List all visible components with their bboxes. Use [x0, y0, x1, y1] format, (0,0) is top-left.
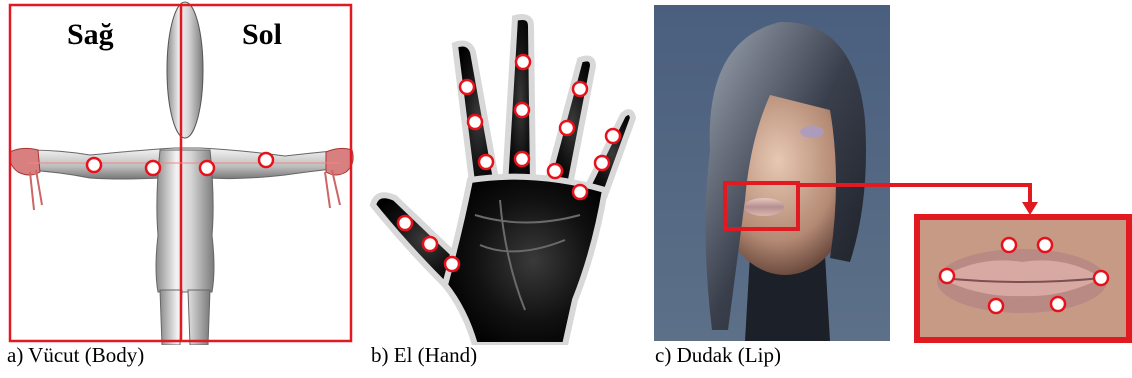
hand-marker: [573, 82, 587, 96]
body-head: [167, 2, 203, 138]
hand-panel: [365, 0, 645, 345]
body-marker: [146, 161, 160, 175]
hand-marker: [479, 155, 493, 169]
hand-marker: [460, 80, 474, 94]
hand-marker: [573, 185, 587, 199]
hand-marker: [515, 152, 529, 166]
avatar-lips: [744, 198, 784, 216]
lip-caption: c) Dudak (Lip): [655, 343, 781, 368]
body-right-side-label: Sağ: [67, 18, 114, 52]
hand-marker: [468, 115, 482, 129]
hand-marker: [595, 156, 609, 170]
hand-figure: [365, 0, 645, 345]
body-legs: [160, 290, 210, 345]
lip-marker: [1094, 271, 1108, 285]
lip-marker: [1038, 238, 1052, 252]
body-panel: Sağ Sol: [0, 0, 360, 345]
lip-marker: [940, 269, 954, 283]
hand-finger-pinky: [587, 112, 633, 195]
hand-marker: [516, 55, 530, 69]
body-figure: [0, 0, 360, 345]
hand-marker: [606, 129, 620, 143]
lip-panel: [650, 0, 1132, 345]
hand-marker: [445, 257, 459, 271]
body-left-side-label: Sol: [242, 18, 282, 52]
hand-marker: [515, 103, 529, 117]
lip-marker: [1051, 297, 1065, 311]
lip-figure: [650, 0, 1132, 345]
body-marker: [200, 161, 214, 175]
body-caption: a) Vücut (Body): [7, 343, 144, 368]
body-marker: [259, 153, 273, 167]
hand-marker: [548, 164, 562, 178]
lip-marker: [1002, 238, 1016, 252]
hand-marker: [398, 216, 412, 230]
lip-marker: [989, 299, 1003, 313]
hand-marker: [423, 237, 437, 251]
hand-palm: [445, 177, 605, 345]
body-marker: [87, 158, 101, 172]
hand-caption: b) El (Hand): [371, 343, 477, 368]
body-left-hand: [326, 148, 353, 175]
hand-marker: [560, 121, 574, 135]
